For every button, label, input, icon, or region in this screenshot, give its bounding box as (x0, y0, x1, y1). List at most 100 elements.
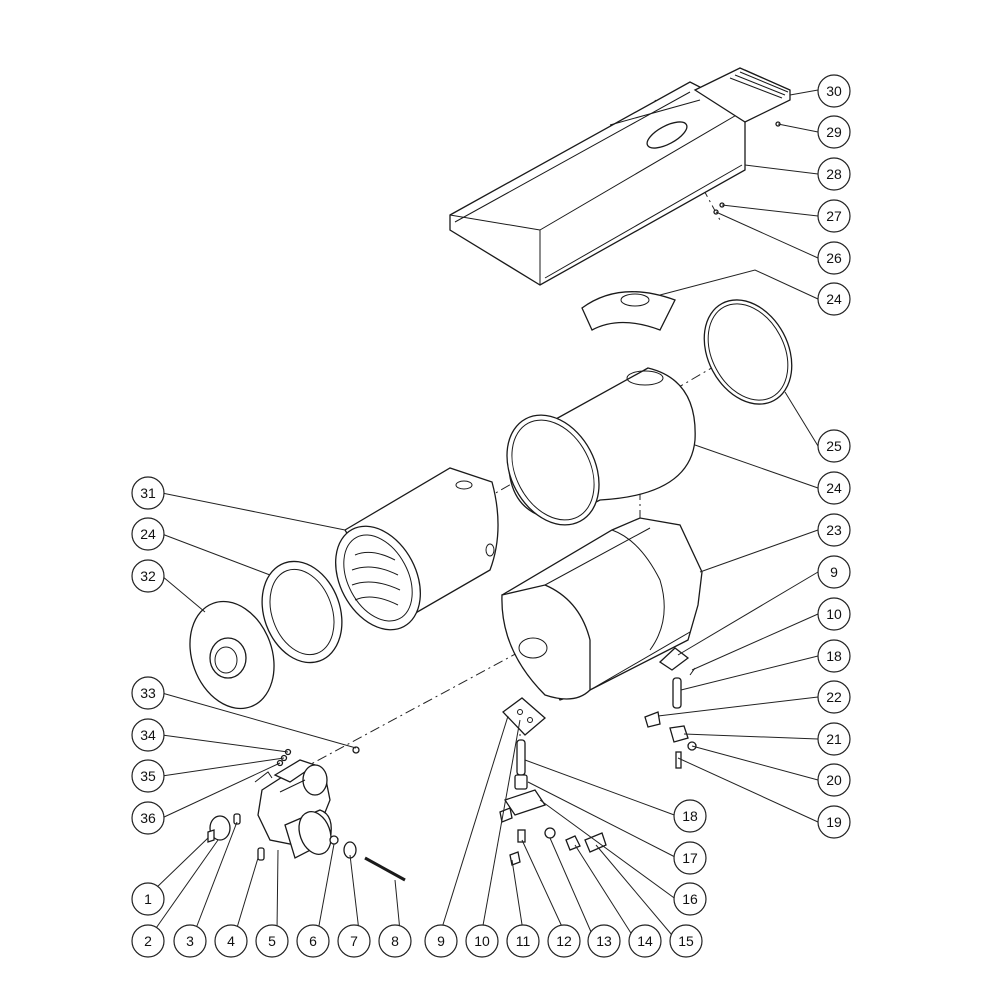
callout-number: 17 (682, 850, 698, 866)
front-ring (261, 560, 343, 664)
callout-number: 23 (826, 522, 842, 538)
callout-bubble-8: 8 (378, 924, 412, 958)
callout-bubble-5: 5 (255, 924, 289, 958)
callout-bubble-18: 18 (817, 639, 851, 673)
callout-bubble-24: 24 (131, 517, 165, 551)
callout-number: 4 (227, 933, 235, 949)
callout-number: 8 (391, 933, 399, 949)
callout-bubble-21: 21 (817, 722, 851, 756)
callout-bubble-35: 35 (131, 759, 165, 793)
callout-number: 13 (596, 933, 612, 949)
outer-shell (506, 367, 696, 526)
callout-bubble-7: 7 (337, 924, 371, 958)
callout-bubble-24: 24 (817, 471, 851, 505)
callout-number: 18 (682, 808, 698, 824)
callout-number: 15 (678, 933, 694, 949)
callout-number: 34 (140, 727, 156, 743)
callout-number: 19 (826, 814, 842, 830)
callout-bubble-17: 17 (673, 841, 707, 875)
leader-lines (153, 89, 819, 942)
callout-number: 18 (826, 648, 842, 664)
callout-number: 2 (144, 933, 152, 949)
callout-bubble-15: 15 (669, 924, 703, 958)
callout-bubble-1: 1 (131, 882, 165, 916)
callout-number: 3 (186, 933, 194, 949)
callout-bubble-13: 13 (587, 924, 621, 958)
burner-motor-assembly (254, 759, 332, 859)
fitting-22-21-20-19 (644, 711, 697, 769)
bracket-9-10-center (502, 697, 546, 736)
callout-number: 26 (826, 250, 842, 266)
callout-number: 28 (826, 166, 842, 182)
callout-number: 11 (516, 933, 531, 949)
callout-bubble-3: 3 (173, 924, 207, 958)
top-shroud (449, 81, 746, 286)
callout-number: 24 (826, 480, 842, 496)
callout-bubble-29: 29 (817, 115, 851, 149)
callout-bubble-9: 9 (424, 924, 458, 958)
callout-bubble-36: 36 (131, 801, 165, 835)
callout-bubble-34: 34 (131, 718, 165, 752)
front-plate (189, 600, 275, 710)
rod-8 (364, 856, 406, 882)
callout-number: 1 (144, 891, 152, 907)
callout-number: 12 (556, 933, 572, 949)
callout-bubble-30: 30 (817, 74, 851, 108)
callout-number: 32 (140, 568, 156, 584)
rear-ring (703, 299, 793, 405)
callout-number: 27 (826, 208, 842, 224)
callout-bubble-4: 4 (214, 924, 248, 958)
callout-number: 20 (826, 772, 842, 788)
callout-bubble-6: 6 (296, 924, 330, 958)
callout-bubble-11: 11 (506, 924, 540, 958)
callout-bubble-27: 27 (817, 199, 851, 233)
gas-valve-assembly (499, 739, 607, 866)
callout-bubble-24: 24 (817, 282, 851, 316)
callout-bubble-25: 25 (817, 429, 851, 463)
heat-shield-upper (581, 291, 676, 331)
callout-number: 21 (826, 731, 842, 747)
callout-number: 14 (637, 933, 653, 949)
frame-cage (501, 517, 703, 701)
callout-bubble-23: 23 (817, 513, 851, 547)
ignitor-1-2 (207, 815, 231, 843)
callout-bubble-32: 32 (131, 559, 165, 593)
callout-number: 7 (350, 933, 358, 949)
callout-number: 33 (140, 685, 156, 701)
callout-number: 9 (830, 564, 838, 580)
callout-number: 16 (682, 891, 698, 907)
callout-bubble-22: 22 (817, 680, 851, 714)
callout-number: 31 (140, 485, 156, 501)
callout-number: 36 (140, 810, 156, 826)
callout-bubble-33: 33 (131, 676, 165, 710)
callout-number: 30 (826, 83, 842, 99)
callout-bubble-26: 26 (817, 241, 851, 275)
callout-bubble-20: 20 (817, 763, 851, 797)
callout-bubble-2: 2 (131, 924, 165, 958)
callout-number: 29 (826, 124, 842, 140)
callout-bubble-12: 12 (547, 924, 581, 958)
callout-number: 10 (474, 933, 490, 949)
combustion-chamber (335, 467, 499, 631)
callout-bubble-28: 28 (817, 157, 851, 191)
callout-bubble-16: 16 (673, 882, 707, 916)
callout-bubble-19: 19 (817, 805, 851, 839)
callout-number: 35 (140, 768, 156, 784)
nut-6 (329, 835, 339, 845)
fitting-3 (233, 813, 241, 825)
tube-18-right (672, 677, 682, 709)
callout-bubble-10: 10 (465, 924, 499, 958)
fitting-4 (257, 847, 265, 861)
callout-bubble-9: 9 (817, 555, 851, 589)
callout-bubble-31: 31 (131, 476, 165, 510)
callout-number: 9 (437, 933, 445, 949)
callout-number: 10 (826, 606, 842, 622)
callout-number: 5 (268, 933, 276, 949)
callout-number: 25 (826, 438, 842, 454)
callout-bubble-14: 14 (628, 924, 662, 958)
callout-number: 6 (309, 933, 317, 949)
screws-33-36 (276, 746, 360, 767)
